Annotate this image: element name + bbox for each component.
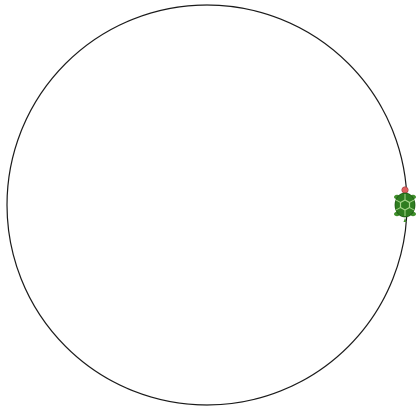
turtle-head — [402, 187, 408, 193]
drawn-circle — [7, 5, 407, 405]
turtle-icon — [394, 187, 416, 222]
